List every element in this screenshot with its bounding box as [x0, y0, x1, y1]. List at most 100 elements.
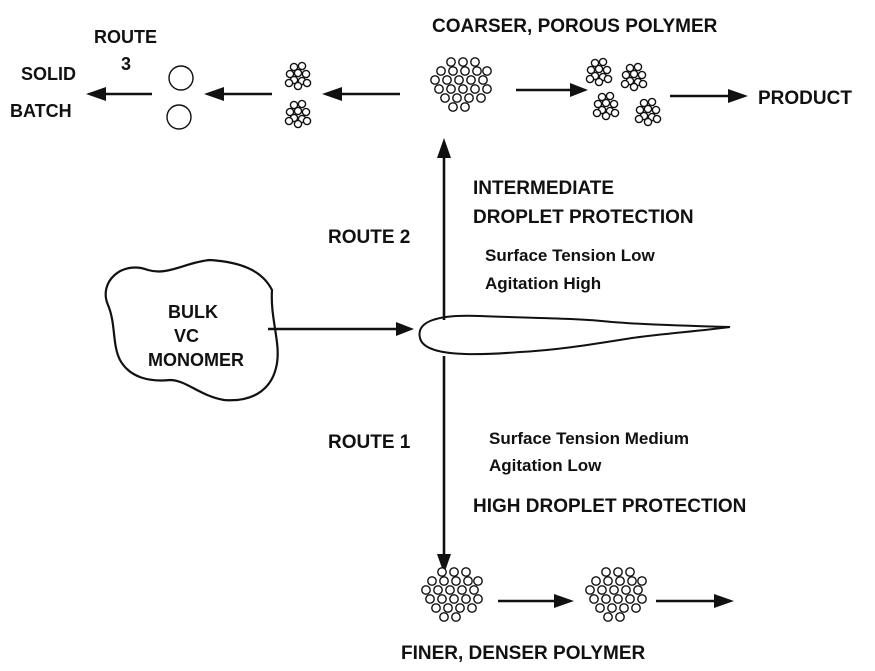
top-arrowhead-1 — [570, 83, 588, 97]
primary-particle — [431, 76, 439, 84]
primary-particle — [474, 595, 482, 603]
primary-particle — [626, 568, 634, 576]
primary-particle — [461, 67, 469, 75]
primary-particle — [440, 613, 448, 621]
primary-particle — [638, 595, 646, 603]
primary-particle — [450, 595, 458, 603]
primary-particle — [471, 58, 479, 66]
primary-particle — [614, 568, 622, 576]
agglomerate-bead — [586, 75, 593, 82]
route3-label: ROUTE — [94, 27, 157, 47]
product-arrowhead — [728, 89, 748, 103]
primary-particle — [468, 604, 476, 612]
agglomerate-bead — [611, 109, 618, 116]
primary-particle — [596, 604, 604, 612]
agglomerate-bead — [604, 75, 611, 82]
primary-particle — [446, 586, 454, 594]
primary-particle — [461, 103, 469, 111]
primary-particle — [483, 67, 491, 75]
agglomerate-bead — [630, 70, 637, 77]
agglomerate-bead — [595, 65, 602, 72]
primary-particle — [592, 577, 600, 585]
agglomerate-bead — [302, 70, 309, 77]
primary-particle — [483, 85, 491, 93]
agglomerate-bead — [621, 80, 628, 87]
agglomerate-bead — [294, 69, 301, 76]
primary-particle — [616, 613, 624, 621]
agglomerate-bead — [638, 71, 645, 78]
agglomerate-bead — [653, 115, 660, 122]
primary-particle — [586, 586, 594, 594]
primary-particle — [440, 577, 448, 585]
agglomerate-bead — [652, 106, 659, 113]
primary-particle — [471, 85, 479, 93]
primary-particle — [447, 85, 455, 93]
primary-particle — [455, 76, 463, 84]
agglomerate-bead — [294, 82, 301, 89]
monomer-line-monomer: MONOMER — [148, 350, 244, 370]
monomer-line-vc: VC — [174, 326, 199, 346]
agglomerate-bead — [635, 115, 642, 122]
primary-particle — [444, 604, 452, 612]
route2-arrowhead — [437, 138, 451, 158]
route2-label: ROUTE 2 — [328, 227, 410, 248]
primary-particle — [590, 595, 598, 603]
agglomerate-bead — [599, 58, 606, 65]
batch-label: BATCH — [10, 101, 72, 121]
primary-particle — [638, 577, 646, 585]
bottom-arrowhead-2 — [714, 594, 734, 608]
primary-particle — [459, 58, 467, 66]
primary-particle — [435, 85, 443, 93]
agglomerate-bead — [302, 108, 309, 115]
primary-particle — [473, 67, 481, 75]
primary-particle — [604, 613, 612, 621]
agglomerate-bead — [298, 62, 305, 69]
agglomerate-bead — [606, 92, 613, 99]
solid-sphere — [169, 66, 193, 90]
agglomerate-bead — [298, 100, 305, 107]
top-title: COARSER, POROUS POLYMER — [432, 16, 718, 37]
agglomerate-bead — [644, 118, 651, 125]
primary-particle — [474, 577, 482, 585]
primary-particle — [438, 568, 446, 576]
primary-particle — [434, 586, 442, 594]
primary-particle — [479, 76, 487, 84]
feed-arrowhead — [396, 322, 414, 336]
agglomerate-bead — [610, 100, 617, 107]
agglomerate-bead — [303, 117, 310, 124]
agglomerate-bead — [630, 83, 637, 90]
primary-particle — [616, 577, 624, 585]
arrowhead-left-3 — [86, 87, 106, 101]
primary-particle — [602, 595, 610, 603]
primary-particle — [456, 604, 464, 612]
polymer-particles — [285, 58, 660, 621]
arrowhead-left-1 — [322, 87, 342, 101]
route2-note-surface-tension: Surface Tension Low — [485, 246, 655, 265]
primary-particle — [465, 94, 473, 102]
primary-particle — [477, 94, 485, 102]
primary-particle — [428, 577, 436, 585]
primary-particle — [458, 586, 466, 594]
primary-particle — [604, 577, 612, 585]
primary-particle — [464, 577, 472, 585]
agglomerate-bead — [602, 112, 609, 119]
primary-particle — [610, 586, 618, 594]
primary-particle — [452, 613, 460, 621]
agglomerate-bead — [285, 117, 292, 124]
agglomerate-bead — [593, 109, 600, 116]
agglomerate-bead — [294, 107, 301, 114]
primary-particle — [438, 595, 446, 603]
arrowhead-left-2 — [204, 87, 224, 101]
primary-particle — [620, 604, 628, 612]
primary-particle — [602, 568, 610, 576]
route1-note-high-droplet-protection: HIGH DROPLET PROTECTION — [473, 496, 746, 517]
primary-particle — [432, 604, 440, 612]
route1-label: ROUTE 1 — [328, 432, 411, 453]
primary-particle — [622, 586, 630, 594]
primary-particle — [608, 604, 616, 612]
primary-particle — [628, 577, 636, 585]
route2-note-agitation: Agitation High — [485, 274, 601, 293]
primary-particle — [452, 577, 460, 585]
primary-particle — [614, 595, 622, 603]
